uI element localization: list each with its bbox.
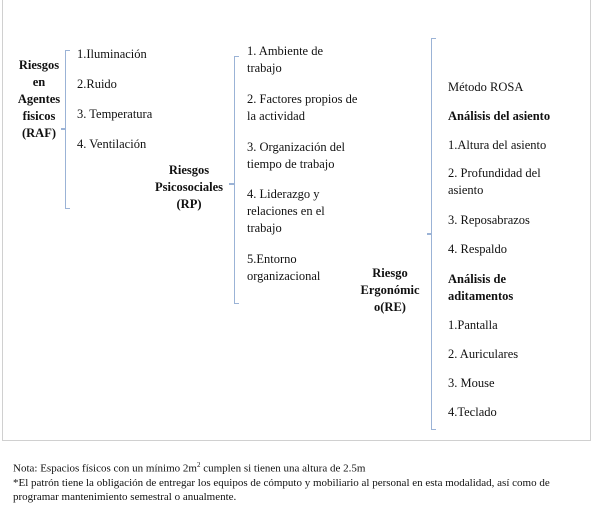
re-method: Método ROSA — [448, 80, 524, 94]
footnote-line-2: *El patrón tiene la obligación de entreg… — [13, 476, 550, 503]
note-superscript: 2 — [196, 461, 201, 469]
raf-bracket-tick — [61, 128, 66, 130]
rp-title-line: (RP) — [176, 197, 202, 211]
footnote: Nota: Espacios físicos con un mínimo 2m2… — [13, 458, 593, 504]
diagram-frame — [2, 0, 591, 441]
raf-item: 2.Ruido — [77, 77, 117, 91]
rp-title-line: Psicosociales — [154, 180, 224, 194]
raf-item: 4. Ventilación — [77, 137, 147, 151]
rp-title-line: Riesgos — [168, 163, 210, 177]
re-title-line: Ergonómic — [360, 283, 420, 297]
raf-title-line: Agentes — [17, 92, 61, 106]
re-accessory-item: 4.Teclado — [448, 405, 497, 419]
rp-bracket — [234, 56, 239, 304]
rp-title: Riesgos Psicosociales (RP) — [146, 162, 232, 213]
raf-title-line: (RAF) — [21, 126, 56, 140]
raf-title-line: Riesgos — [18, 58, 60, 72]
raf-item: 1.Iluminación — [77, 47, 147, 61]
raf-item: 3. Temperatura — [77, 107, 153, 121]
re-accessory-item: 1.Pantalla — [448, 318, 498, 332]
raf-title-line: en — [32, 75, 46, 89]
rp-bracket-tick — [229, 183, 234, 185]
re-bracket-tick — [427, 233, 432, 235]
re-seat-item: 1.Altura del asiento — [448, 138, 547, 152]
re-title-line: Riesgo — [372, 266, 408, 280]
footnote-line-1: Nota: Espacios físicos con un mínimo 2m2… — [13, 458, 593, 476]
raf-title: Riesgos en Agentes fisicos (RAF) — [10, 57, 68, 142]
re-seat-item: 4. Respaldo — [448, 242, 508, 256]
re-accessory-item: 2. Auriculares — [448, 347, 519, 361]
raf-bracket — [65, 50, 70, 209]
raf-title-line: fisicos — [22, 109, 56, 123]
note-text: cumplen si tienen una altura de 2.5m — [200, 462, 366, 475]
re-accessory-item: 3. Mouse — [448, 376, 495, 390]
note-text: Espacios físicos con un mínimo 2m — [37, 462, 197, 475]
re-seat-item: 3. Reposabrazos — [448, 213, 530, 227]
re-seat-heading: Análisis del asiento — [448, 109, 551, 123]
re-title-line: o(RE) — [374, 300, 406, 314]
re-title: Riesgo Ergonómic o(RE) — [352, 265, 428, 316]
note-label: Nota: — [13, 462, 38, 475]
